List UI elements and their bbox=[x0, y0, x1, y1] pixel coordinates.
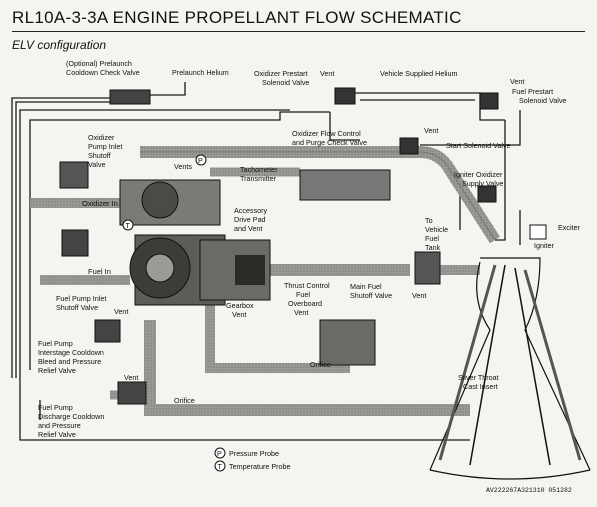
prelaunch-valve-line-1: (Optional) Prelaunch bbox=[66, 59, 132, 68]
oxidizer-in-label: Oxidizer In bbox=[82, 199, 118, 208]
orifice-mid-label: Orifice bbox=[310, 360, 331, 369]
ox-pump-shutoff-line-2: Pump Inlet bbox=[88, 142, 122, 151]
ox-prestart-line-1: Oxidizer Prestart bbox=[254, 69, 308, 78]
legend-temperature-probe: Temperature Probe bbox=[229, 462, 291, 471]
interstage-line-1: Fuel Pump bbox=[38, 339, 73, 348]
silver-throat-line-2: Cast Insert bbox=[463, 382, 498, 391]
tach-line-2: Transmitter bbox=[240, 174, 277, 183]
interstage-line-3: Bleed and Pressure bbox=[38, 357, 101, 366]
fuel-pump-shutoff-line-2: Shutoff Valve bbox=[56, 303, 98, 312]
valves bbox=[59, 87, 547, 405]
main-fuel-line-1: Main Fuel bbox=[350, 282, 382, 291]
legend-p-symbol: P bbox=[217, 449, 222, 458]
thrust-control-line-3: Overboard bbox=[288, 299, 322, 308]
fuel-in-label: Fuel In bbox=[88, 267, 111, 276]
vent-right-label: Vent bbox=[510, 77, 524, 86]
vent-left1-label: Vent bbox=[114, 307, 128, 316]
accessory-line-3: and Vent bbox=[234, 224, 262, 233]
discharge-line-3: and Pressure bbox=[38, 421, 81, 430]
fuel-pump-shutoff-line-1: Fuel Pump Inlet bbox=[56, 294, 106, 303]
temperature-probe-marker: T bbox=[122, 219, 134, 231]
discharge-line-4: Relief Valve bbox=[38, 430, 76, 439]
interstage-line-2: Interstage Cooldown bbox=[38, 348, 104, 357]
accessory-line-2: Drive Pad bbox=[234, 215, 266, 224]
document-code: AV222267A321310 051282 bbox=[486, 487, 572, 494]
vent-left2-label: Vent bbox=[124, 373, 138, 382]
prelaunch-valve-line-2: Cooldown Check Valve bbox=[66, 68, 140, 77]
labels: (Optional) Prelaunch Cooldown Check Valv… bbox=[38, 59, 581, 439]
ox-pump-shutoff-line-3: Shutoff bbox=[88, 151, 111, 160]
main-fuel-line-2: Shutoff Valve bbox=[350, 291, 392, 300]
prelaunch-helium-label: Prelaunch Helium bbox=[172, 68, 229, 77]
to-vehicle-line-1: To bbox=[425, 216, 433, 225]
vent-top-label: Vent bbox=[320, 69, 334, 78]
vents-label: Vents bbox=[174, 162, 192, 171]
helium-lines bbox=[11, 82, 521, 441]
page-subtitle: ELV configuration bbox=[12, 38, 107, 52]
discharge-line-2: Discharge Cooldown bbox=[38, 412, 104, 421]
gearbox-line-2: Vent bbox=[232, 310, 246, 319]
pressure-probe-marker: P bbox=[195, 154, 207, 166]
thrust-control-line-4: Vent bbox=[294, 308, 308, 317]
ox-pump-shutoff-line-4: Valve bbox=[88, 160, 105, 169]
ox-flow-control-line-1: Oxidizer Flow Control bbox=[292, 129, 361, 138]
page-title: RL10A-3-3A ENGINE PROPELLANT FLOW SCHEMA… bbox=[12, 8, 462, 27]
turbopump-assembly bbox=[119, 179, 271, 306]
probe-p-text: P bbox=[198, 156, 203, 165]
title-underline bbox=[12, 31, 585, 32]
to-vehicle-line-2: Vehicle bbox=[425, 225, 448, 234]
accessory-line-1: Accessory bbox=[234, 206, 268, 215]
thrust-control-line-1: Thrust Control bbox=[284, 281, 330, 290]
to-vehicle-line-4: Tank bbox=[425, 243, 441, 252]
start-solenoid-label: Start Solenoid Valve bbox=[446, 141, 511, 150]
vent-mid-label: Vent bbox=[412, 291, 426, 300]
ox-flow-control-line-2: and Purge Check Valve bbox=[292, 138, 367, 147]
vehicle-helium-label: Vehicle Supplied Helium bbox=[380, 69, 458, 78]
thrust-control-line-2: Fuel bbox=[296, 290, 310, 299]
probe-t-text: T bbox=[126, 221, 131, 230]
legend-t-symbol: T bbox=[218, 462, 223, 471]
probe-legend: P Pressure Probe T Temperature Probe bbox=[214, 447, 291, 472]
propellant-pipes bbox=[30, 146, 501, 416]
orifice-low-label: Orifice bbox=[174, 396, 195, 405]
exciter-label: Exciter bbox=[558, 223, 581, 232]
gearbox-line-1: Gearbox bbox=[226, 301, 254, 310]
interstage-line-4: Relief Valve bbox=[38, 366, 76, 375]
ox-prestart-line-2: Solenoid Valve bbox=[262, 78, 309, 87]
fuel-prestart-line-1: Fuel Prestart bbox=[512, 87, 553, 96]
vent-start-label: Vent bbox=[424, 126, 438, 135]
tach-line-1: Tachometer bbox=[240, 165, 278, 174]
igniter-label: Igniter bbox=[534, 241, 555, 250]
ox-pump-shutoff-line-1: Oxidizer bbox=[88, 133, 115, 142]
igniter-ox-line-1: Igniter Oxidizer bbox=[454, 170, 503, 179]
silver-throat-line-1: Silver Throat bbox=[458, 373, 499, 382]
to-vehicle-line-3: Fuel bbox=[425, 234, 439, 243]
thrust-chamber-nozzle bbox=[429, 257, 591, 480]
igniter-ox-line-2: Supply Valve bbox=[462, 179, 503, 188]
fuel-prestart-line-2: Solenoid Valve bbox=[519, 96, 566, 105]
legend-pressure-probe: Pressure Probe bbox=[229, 449, 279, 458]
discharge-line-1: Fuel Pump bbox=[38, 403, 73, 412]
